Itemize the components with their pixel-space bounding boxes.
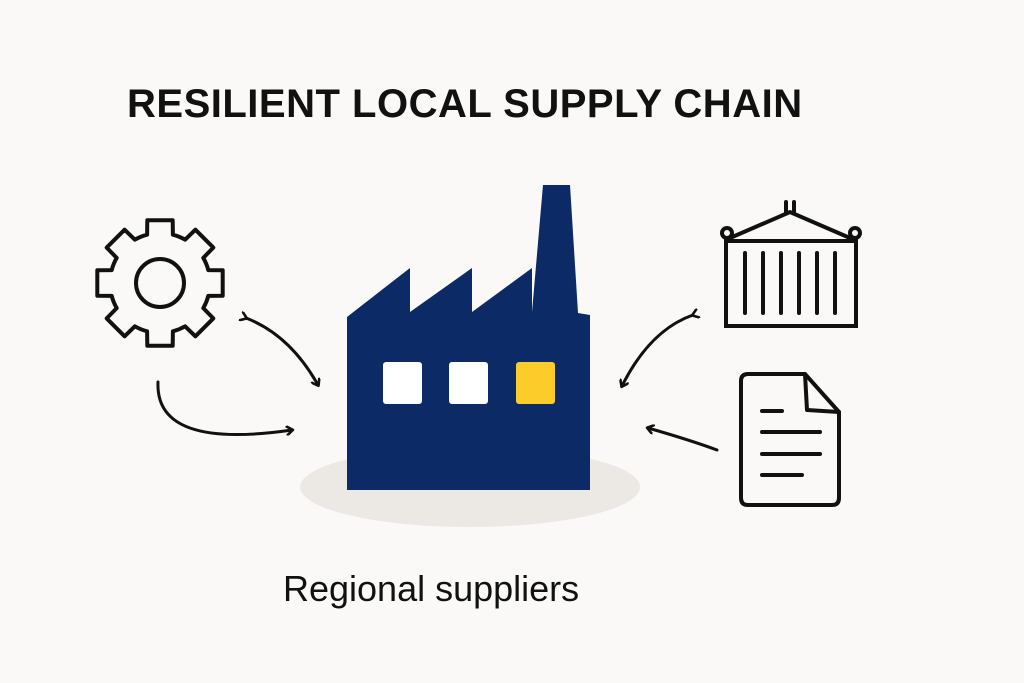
arrow-gear-factory-bidirectional [246,318,318,385]
arrow-document-to-factory [648,428,719,452]
arrow-gear-to-factory [156,380,292,437]
factory-window-highlight [516,362,555,404]
factory-window [383,362,422,404]
flow-arrows [156,315,719,452]
document-icon [739,372,841,507]
factory-icon [347,185,590,490]
factory-window [449,362,488,404]
gear-icon [95,218,225,348]
page-title: RESILIENT LOCAL SUPPLY CHAIN [127,82,803,126]
shipping-container-icon [720,200,862,328]
arrow-container-factory-bidirectional [622,315,693,386]
caption: Regional suppliers [283,568,580,609]
